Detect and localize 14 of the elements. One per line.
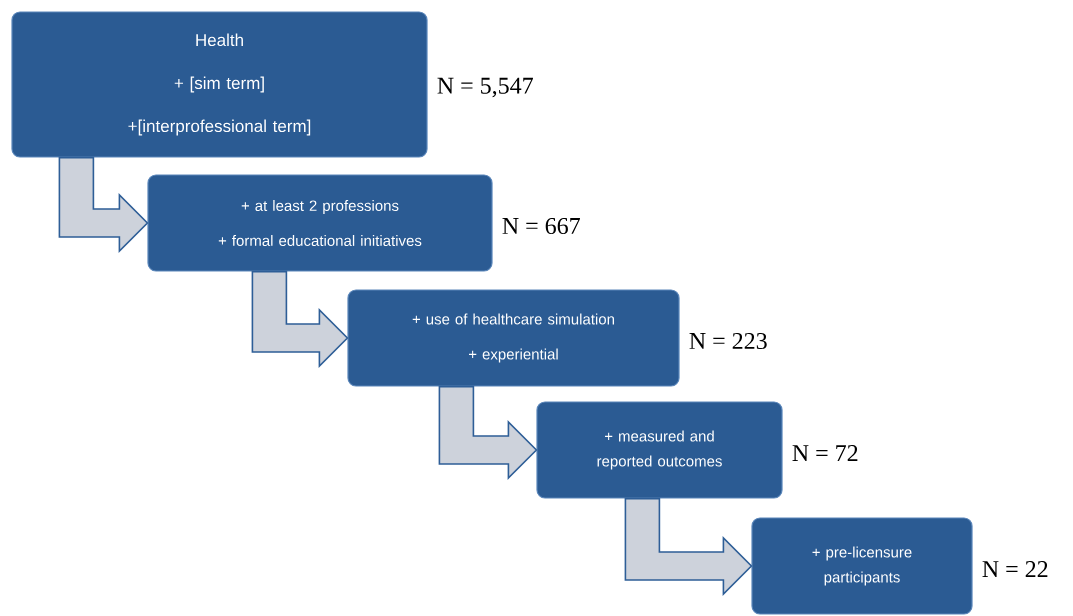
process-box: + pre-licensure participants	[751, 517, 973, 615]
process-box: Health + [sim term] +[interprofessional term]	[11, 11, 428, 158]
count-label: N = 72	[792, 445, 858, 461]
bent-arrow	[624, 497, 753, 596]
bent-arrow	[58, 156, 149, 253]
count-label: N = 667	[502, 217, 580, 235]
count-label: N = 223	[689, 332, 767, 350]
process-box: + use of healthcare simulation + experiential	[347, 289, 680, 387]
process-box: + measured and reported outcomes	[536, 401, 783, 499]
bent-arrow	[251, 270, 349, 368]
bent-arrow	[438, 385, 538, 480]
process-box: + at least 2 professions + formal educational initiatives	[147, 174, 493, 272]
count-label: N = 22	[982, 561, 1048, 577]
count-label: N = 5,547	[437, 77, 533, 98]
